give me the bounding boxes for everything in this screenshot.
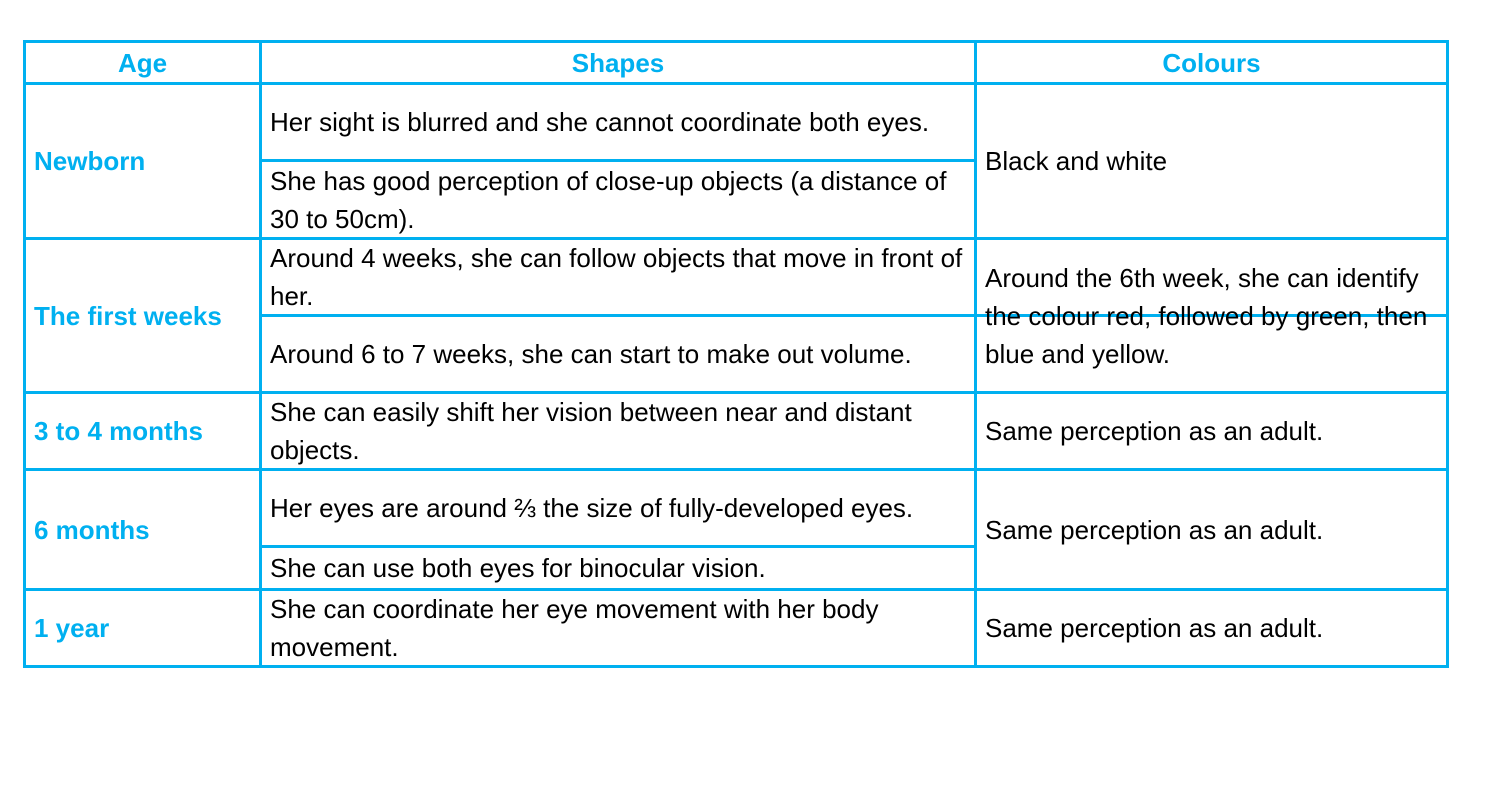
table-border (260, 159, 976, 162)
table-border (259, 40, 262, 668)
age-cell: The first weeks (34, 300, 222, 331)
colours-cell: Black and white (985, 146, 1168, 176)
table-border (260, 314, 1449, 317)
table-border (23, 40, 1449, 43)
header-colours: Colours (1162, 47, 1261, 78)
table-border (23, 588, 1449, 591)
age-cell: 6 months (34, 514, 150, 545)
table-border (23, 468, 1449, 471)
table-border (23, 82, 1449, 85)
shapes-cell: Around 4 weeks, she can follow objects t… (270, 243, 963, 311)
age-cell: Newborn (34, 146, 146, 176)
shapes-cell: She can coordinate her eye movement with… (270, 594, 879, 662)
table-border (1446, 40, 1449, 668)
shapes-cell: She can easily shift her vision between … (270, 397, 912, 465)
table-border (23, 391, 1449, 394)
header-shapes: Shapes (571, 47, 665, 78)
header-age: Age (117, 47, 168, 78)
table-border (260, 545, 976, 548)
shapes-cell: She can use both eyes for binocular visi… (270, 553, 766, 583)
table-border (23, 237, 1449, 240)
age-cell: 3 to 4 months (34, 416, 204, 446)
age-cell: 1 year (34, 613, 110, 643)
colours-cell: Around the 6th week, she can identify th… (985, 262, 1428, 369)
shapes-cell: Her eyes are around ⅔ the size of fully-… (270, 493, 914, 523)
shapes-cell: Around 6 to 7 weeks, she can start to ma… (270, 339, 912, 369)
colours-cell: Same perception as an adult. (985, 514, 1324, 545)
table-border (974, 40, 977, 668)
table-border (23, 40, 26, 668)
shapes-cell: Her sight is blurred and she cannot coor… (270, 107, 930, 137)
shapes-cell: She has good perception of close-up obje… (270, 165, 947, 234)
table-border (23, 665, 1449, 668)
colours-cell: Same perception as an adult. (985, 416, 1324, 446)
colours-cell: Same perception as an adult. (985, 613, 1324, 643)
